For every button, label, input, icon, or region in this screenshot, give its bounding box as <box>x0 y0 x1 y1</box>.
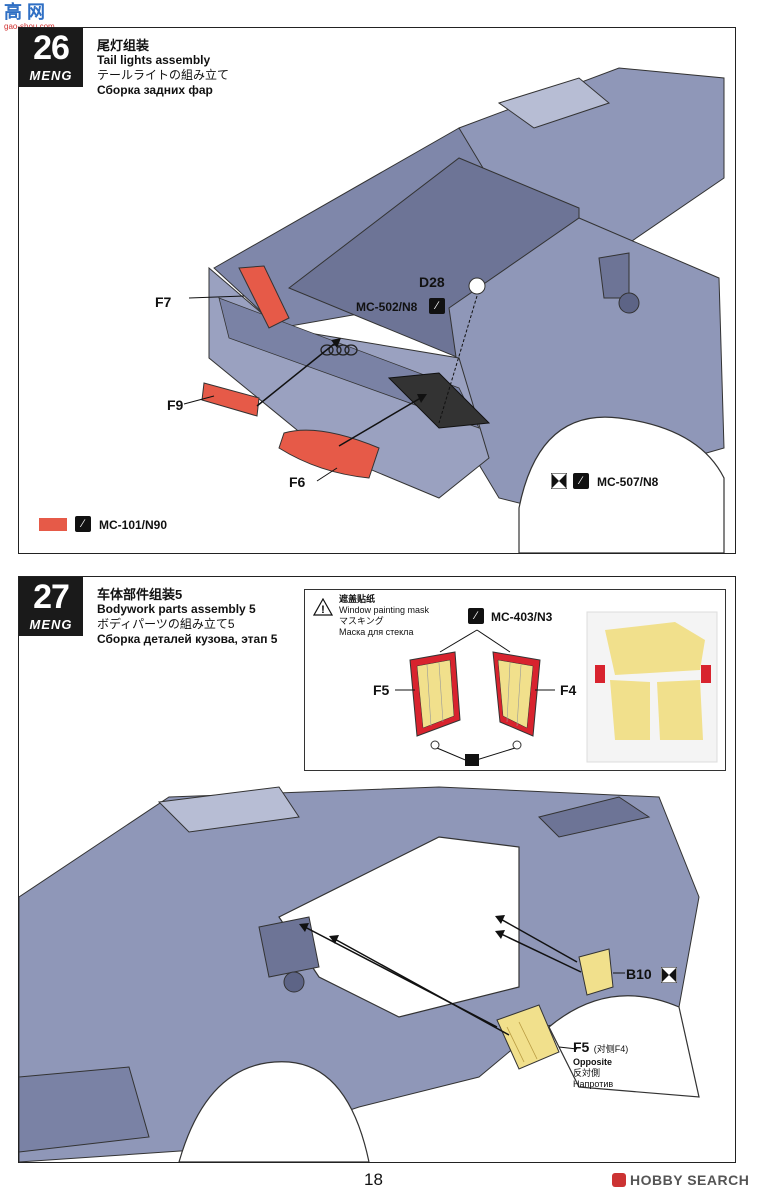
step-27-title-en: Bodywork parts assembly 5 <box>97 602 256 616</box>
part-f5-callout: F5 (对侧F4) Opposite 反対側 Напротив <box>573 1039 628 1090</box>
step-27-number: 27 <box>33 578 70 616</box>
color-swatch-red <box>39 518 67 531</box>
step-27-title: 车体部件组装5 Bodywork parts assembly 5 ボディパーツ… <box>97 587 277 647</box>
watermark-logo: 高 网 gao-shou.com <box>4 2 74 32</box>
brush-icon: ∕ <box>75 516 91 532</box>
opposite-en: Opposite <box>573 1057 613 1067</box>
cut-gate-icon <box>551 473 567 489</box>
mask-inset-box: ! 遮盖贴纸 Window painting mask マスキング Маска … <box>304 589 726 771</box>
paint-code-mc502: MC-502/N8 <box>356 300 418 314</box>
watermark-url: gao-shou.com <box>4 22 74 31</box>
part-label-f6: F6 <box>289 474 306 490</box>
window-masks-illustration <box>395 611 718 766</box>
step-26-title-ja: テールライトの組み立て <box>97 68 230 82</box>
mask-title: 遮盖贴纸 Window painting mask マスキング Маска дл… <box>339 594 429 638</box>
part-label-f5: F5 <box>573 1039 590 1055</box>
opposite-ja: 反対側 <box>573 1068 601 1078</box>
step-27-title-ru: Сборка деталей кузова, этап 5 <box>97 632 278 646</box>
step-26-title: 尾灯组装 Tail lights assembly テールライトの組み立て Сб… <box>97 38 229 98</box>
cut-gate-icon <box>661 967 677 983</box>
mask-title-en: Window painting mask <box>339 605 430 615</box>
brush-icon: ∕ <box>468 608 484 624</box>
paint-code-mc101: MC-101/N90 <box>99 518 168 532</box>
part-label-b10: B10 <box>626 966 652 982</box>
step-26-title-en: Tail lights assembly <box>97 53 211 67</box>
mask-label-f4: F4 <box>560 682 577 698</box>
mask-paint-code: MC-403/N3 <box>491 610 553 624</box>
brush-icon: ∕ <box>429 298 445 314</box>
footer-brand-text: HOBBY SEARCH <box>630 1172 750 1188</box>
step-26-title-ru: Сборка задних фар <box>97 83 213 97</box>
step-26-brand: MENG <box>29 68 73 83</box>
step-27-badge: 27 MENG <box>19 577 83 636</box>
step-26-title-zh: 尾灯组装 <box>97 38 150 53</box>
mask-title-ru: Маска для стекла <box>339 627 414 637</box>
step-27-title-ja: ボディパーツの組み立て5 <box>97 617 235 631</box>
mask-title-zh: 遮盖贴纸 <box>339 594 376 604</box>
hobby-search-logo-icon <box>612 1173 626 1187</box>
part-label-f9: F9 <box>167 397 184 413</box>
step-27-title-zh: 车体部件组装5 <box>97 587 183 602</box>
step-27-panel: 27 MENG 车体部件组装5 Bodywork parts assembly … <box>18 576 736 1163</box>
watermark-site: 高 网 <box>4 2 46 22</box>
warning-icon: ! <box>313 598 333 616</box>
step-26-panel: 26 MENG 尾灯组装 Tail lights assembly テールライト… <box>18 27 736 554</box>
mask-title-ja: マスキング <box>339 616 384 626</box>
part-label-f7: F7 <box>155 294 172 310</box>
step-27-brand: MENG <box>29 617 73 632</box>
footer-brand: HOBBY SEARCH <box>612 1172 749 1188</box>
part-label-d28: D28 <box>419 274 445 290</box>
svg-text:!: ! <box>321 604 325 616</box>
paint-code-mc507: MC-507/N8 <box>597 475 659 489</box>
car-rear-illustration <box>183 67 725 553</box>
mask-label-f5: F5 <box>373 682 390 698</box>
brush-icon: ∕ <box>573 473 589 489</box>
step-26-badge: 26 MENG <box>19 28 83 87</box>
page-number: 18 <box>364 1170 383 1189</box>
car-side-illustration <box>19 786 700 1162</box>
step-26-number: 26 <box>33 29 70 67</box>
part-f5-note: (对侧F4) <box>593 1044 629 1054</box>
opposite-ru: Напротив <box>573 1079 614 1089</box>
